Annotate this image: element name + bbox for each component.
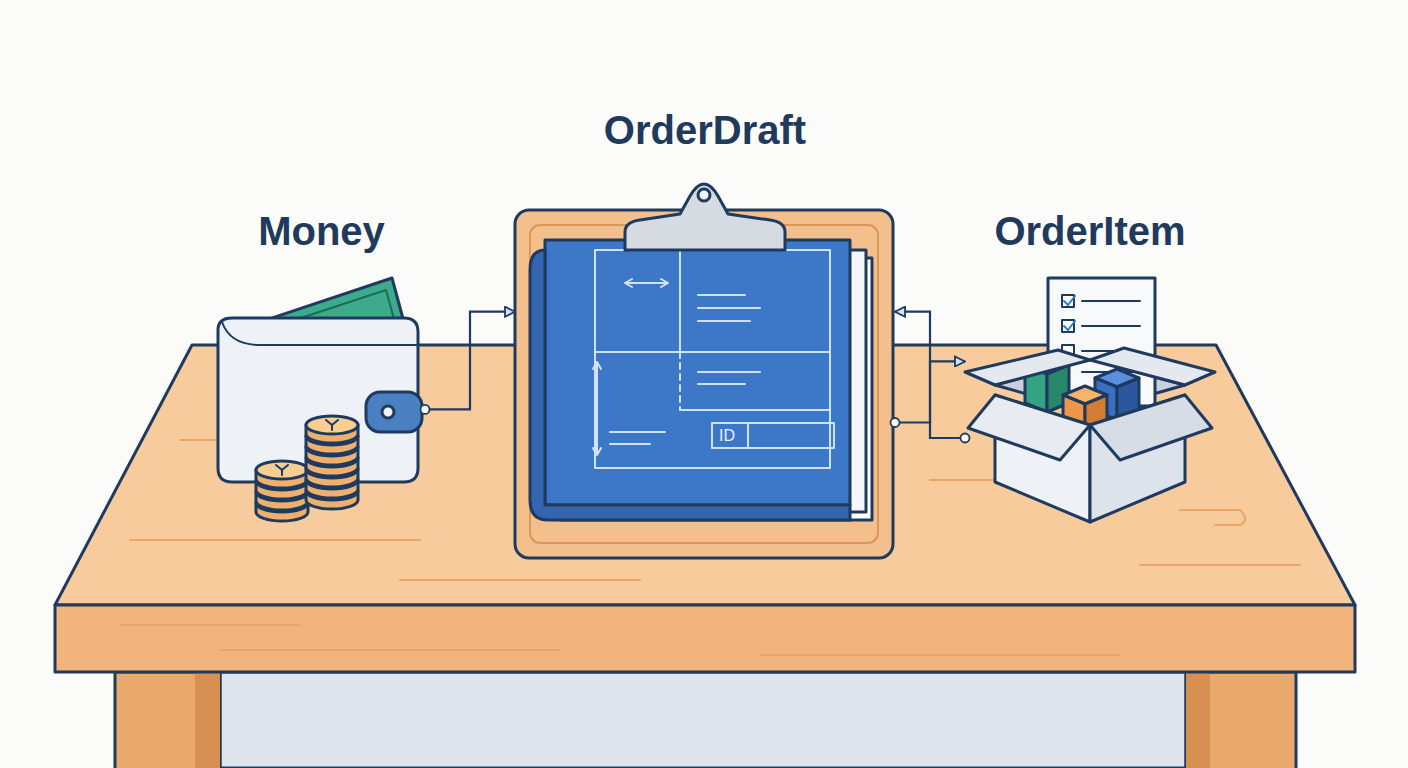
wallet-illustration: Money — [218, 275, 425, 485]
connector-arrow — [895, 361, 965, 422]
box-illustration: OrderItem — [965, 275, 1215, 522]
node-heading: OrderItem — [994, 209, 1185, 253]
node-heading: OrderDraft — [604, 108, 806, 152]
connector-arrow — [895, 312, 965, 438]
connector-arrow — [425, 312, 515, 410]
id-field-label: ID — [719, 428, 735, 444]
clipboard-illustration: OrderDraft — [515, 178, 895, 560]
node-heading: Money — [258, 209, 385, 253]
